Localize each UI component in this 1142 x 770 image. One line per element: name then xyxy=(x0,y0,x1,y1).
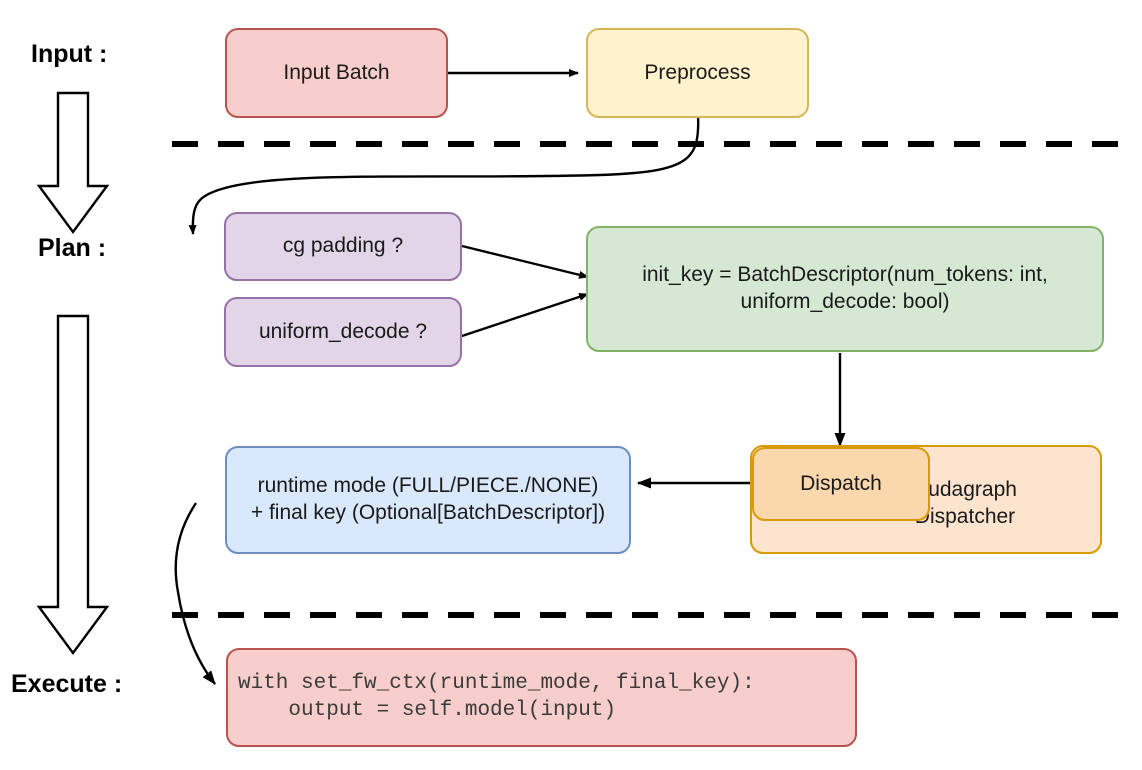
node-runtime-mode-line-1: runtime mode (FULL/PIECE./NONE) xyxy=(257,474,599,498)
connector-uniform-decode-to-init-key xyxy=(461,292,589,338)
node-init-key-line-2: uniform_decode: bool) xyxy=(740,290,950,313)
plan-to-execute-arrow xyxy=(36,314,110,656)
node-input-batch[interactable]: Input Batch xyxy=(225,28,448,118)
node-runtime-mode-line-2: + final key (Optional[BatchDescriptor]) xyxy=(250,501,606,524)
connector-runtime-mode-to-execute-code xyxy=(174,502,216,685)
node-uniform-decode[interactable]: uniform_decode ? xyxy=(224,297,462,367)
node-init-key[interactable]: init_key = BatchDescriptor(num_tokens: i… xyxy=(586,226,1104,352)
node-preprocess[interactable]: Preprocess xyxy=(586,28,809,118)
node-cudagraph-dispatcher-line-2: Dispatcher xyxy=(914,504,1016,528)
node-input-batch-label: Input Batch xyxy=(283,60,390,84)
node-cg-padding[interactable]: cg padding ? xyxy=(224,212,462,281)
node-dispatch-label: Dispatch xyxy=(800,471,882,495)
node-runtime-mode[interactable]: runtime mode (FULL/PIECE./NONE) + final … xyxy=(225,446,631,554)
node-dispatch[interactable]: Dispatch xyxy=(752,447,930,521)
node-cudagraph-dispatcher-line-1: Cudagraph xyxy=(913,477,1017,501)
connector-cg-padding-to-init-key xyxy=(461,244,589,279)
node-execute-code-line-2: output = self.model(input) xyxy=(238,698,617,722)
node-preprocess-label: Preprocess xyxy=(644,60,751,84)
node-execute-code-line-1: with set_fw_ctx(runtime_mode, final_key)… xyxy=(238,671,755,695)
stage-label-input: Input : xyxy=(31,40,108,68)
node-cg-padding-label: cg padding ? xyxy=(282,234,404,258)
node-execute-code[interactable]: with set_fw_ctx(runtime_mode, final_key)… xyxy=(226,648,857,747)
input-to-plan-arrow xyxy=(36,91,110,235)
node-uniform-decode-label: uniform_decode ? xyxy=(258,319,428,343)
stage-label-execute: Execute : xyxy=(11,670,123,698)
node-init-key-line-1: init_key = BatchDescriptor(num_tokens: i… xyxy=(642,263,1048,287)
stage-label-plan: Plan : xyxy=(38,234,107,262)
